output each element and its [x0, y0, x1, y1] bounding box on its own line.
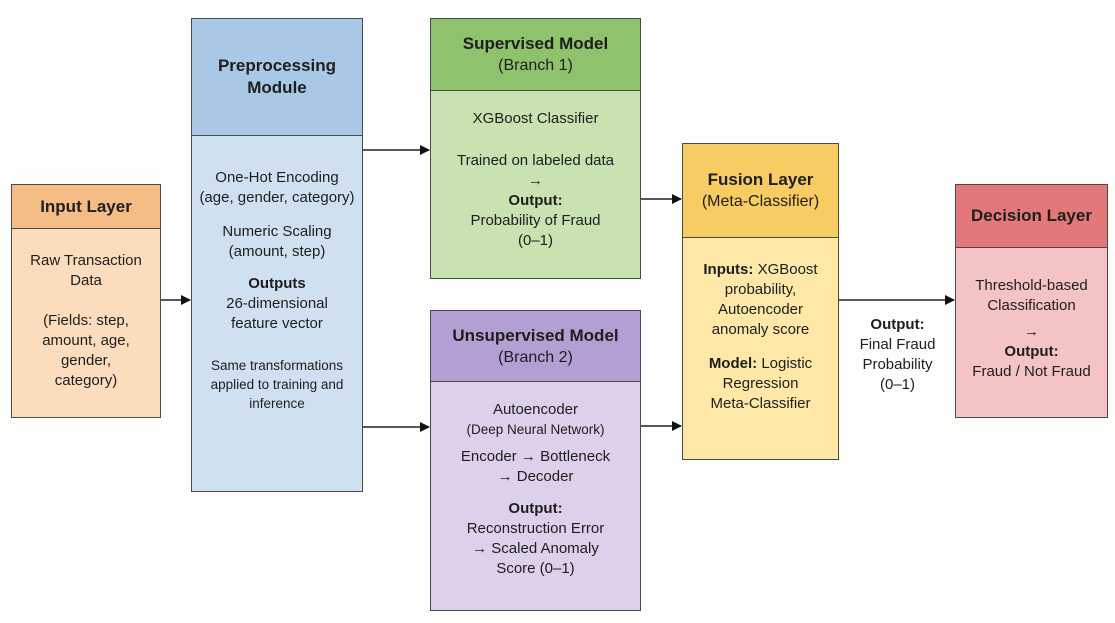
fusion-model-label: Model:: [708, 355, 758, 372]
fusion-title: Fusion Layer: [707, 170, 814, 189]
edge-output-line: (0–1): [879, 376, 916, 393]
supervised-output-line: (0–1): [517, 232, 554, 249]
fusion-inputs-line: probability,: [724, 281, 797, 298]
note-line: inference: [249, 396, 305, 411]
unsupervised-model-detail: (Deep Neural Network): [466, 422, 605, 437]
decision-body: Threshold-based Classification → Output:…: [956, 248, 1107, 417]
unsupervised-output-line: Score (0–1): [496, 560, 575, 577]
preprocessing-title-line1: Preprocessing: [217, 56, 337, 75]
preprocessing-body: One-Hot Encoding (age, gender, category)…: [192, 136, 362, 491]
fusion-inputs-line: Inputs: XGBoost: [703, 260, 817, 280]
unsupervised-subtitle: (Branch 2): [498, 348, 573, 366]
unsupervised-body: Autoencoder (Deep Neural Network) Encode…: [431, 382, 640, 610]
note-line: applied to training and: [210, 377, 344, 392]
supervised-model-name: XGBoost Classifier: [472, 110, 599, 127]
fusion-model-line: Meta-Classifier: [710, 395, 811, 412]
input-layer-header: Input Layer: [12, 185, 160, 229]
input-line: gender,: [60, 352, 112, 369]
outputs-line: 26-dimensional: [226, 295, 328, 312]
input-line: Raw Transaction: [30, 252, 142, 269]
unsupervised-model-node: Unsupervised Model (Branch 2) Autoencode…: [430, 310, 641, 611]
decision-layer-node: Decision Layer Threshold-based Classific…: [955, 184, 1108, 418]
fusion-header: Fusion Layer (Meta-Classifier): [683, 144, 838, 238]
input-layer-body: Raw Transaction Data (Fields: step, amou…: [12, 229, 160, 417]
scaling-label: Numeric Scaling: [222, 223, 332, 240]
outputs-label: Outputs: [248, 275, 306, 292]
decision-output-label: Output:: [1004, 343, 1059, 360]
preprocessing-title-line2: Module: [247, 78, 307, 97]
encoding-label: One-Hot Encoding: [215, 169, 339, 186]
supervised-training: Trained on labeled data: [456, 152, 615, 169]
supervised-output-line: Probability of Fraud: [470, 212, 601, 229]
edge-output-line: Probability: [862, 356, 933, 373]
input-line: (Fields: step,: [43, 312, 129, 329]
unsupervised-title: Unsupervised Model: [452, 325, 619, 345]
unsupervised-flow-line: Encoder → Bottleneck: [460, 448, 611, 465]
fusion-inputs-line: Autoencoder: [717, 301, 804, 318]
decision-line: Classification: [987, 297, 1076, 314]
edge-output-line: Final Fraud: [859, 336, 936, 353]
supervised-model-node: Supervised Model (Branch 1) XGBoost Clas…: [430, 18, 641, 279]
decision-arrow: →: [1024, 323, 1039, 340]
supervised-body: XGBoost Classifier Trained on labeled da…: [431, 91, 640, 278]
fusion-subtitle: (Meta-Classifier): [701, 193, 820, 210]
fusion-model-line: Regression: [722, 375, 799, 392]
note-line: Same transformations: [210, 358, 344, 373]
unsupervised-header: Unsupervised Model (Branch 2): [431, 311, 640, 382]
supervised-arrow: →: [528, 172, 543, 189]
input-line: category): [54, 372, 118, 389]
supervised-title: Supervised Model: [462, 34, 609, 53]
supervised-subtitle: (Branch 1): [498, 57, 573, 74]
preprocessing-header: Preprocessing Module: [192, 19, 362, 136]
fusion-inputs-line: anomaly score: [711, 321, 810, 338]
fusion-body: Inputs: XGBoost probability, Autoencoder…: [683, 238, 838, 459]
input-line: Data: [70, 272, 102, 289]
decision-line: Threshold-based: [975, 277, 1088, 294]
unsupervised-output-line: Reconstruction Error: [466, 520, 605, 537]
encoding-fields: (age, gender, category): [199, 189, 355, 206]
outputs-line: feature vector: [231, 315, 323, 332]
decision-output-value: Fraud / Not Fraud: [972, 363, 1091, 380]
unsupervised-flow-line: → Decoder: [497, 468, 574, 485]
scaling-fields: (amount, step): [228, 243, 326, 260]
edge-output-label: Output:: [870, 316, 925, 333]
input-line: amount, age,: [42, 332, 130, 349]
input-layer-node: Input Layer Raw Transaction Data (Fields…: [11, 184, 161, 418]
unsupervised-model-name: Autoencoder: [492, 401, 579, 418]
fusion-layer-node: Fusion Layer (Meta-Classifier) Inputs: X…: [682, 143, 839, 460]
decision-title: Decision Layer: [971, 206, 1092, 225]
supervised-output-label: Output:: [508, 192, 563, 209]
fusion-inputs-label: Inputs:: [703, 261, 754, 278]
fusion-output-edge-label: Output: Final Fraud Probability (0–1): [840, 315, 955, 395]
preprocessing-module-node: Preprocessing Module One-Hot Encoding (a…: [191, 18, 363, 492]
input-layer-title: Input Layer: [40, 196, 132, 216]
unsupervised-output-line: → Scaled Anomaly: [472, 540, 599, 557]
fusion-model-value: Logistic: [761, 355, 813, 372]
fusion-model-line: Model: Logistic: [709, 354, 812, 374]
unsupervised-output-label: Output:: [508, 500, 563, 517]
supervised-header: Supervised Model (Branch 1): [431, 19, 640, 91]
fusion-inputs-value: XGBoost: [757, 261, 818, 278]
decision-header: Decision Layer: [956, 185, 1107, 248]
